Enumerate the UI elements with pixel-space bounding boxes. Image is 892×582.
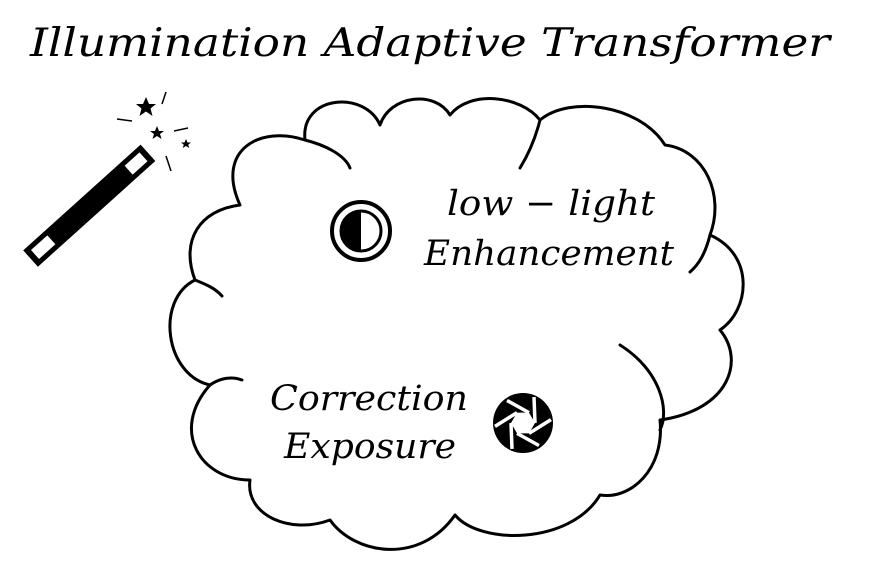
magic-wand-icon — [23, 144, 156, 267]
exposure-line2: Exposure — [283, 427, 456, 467]
low-light-line2: Enhancement — [423, 234, 675, 274]
thought-cloud — [168, 97, 745, 551]
low-light-line1: low − light — [447, 184, 656, 224]
half-moon-contrast-icon — [330, 200, 392, 262]
camera-aperture-icon — [493, 393, 553, 453]
diagram-title: Illumination Adaptive Transformer — [29, 21, 833, 66]
sparkle-stars-icon — [116, 91, 191, 172]
exposure-line1: Correction — [270, 379, 468, 419]
